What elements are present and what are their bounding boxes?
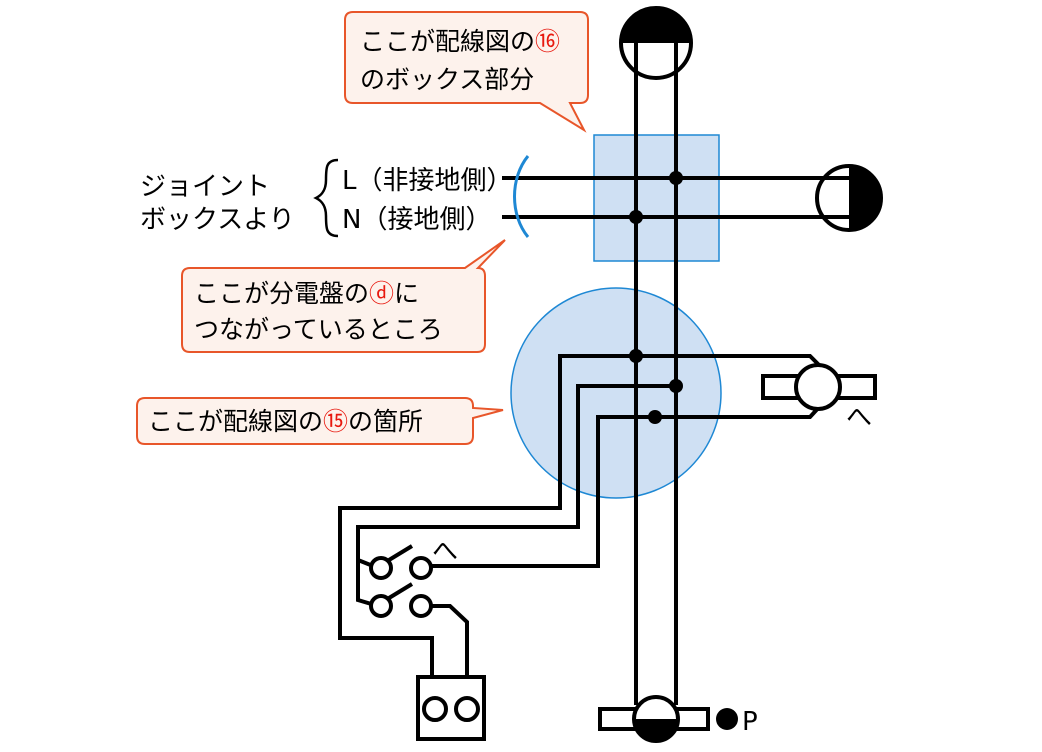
pilot-p-label: P [742,707,758,737]
callout15-pre: ここが配線図の [148,407,323,436]
junction-dots [629,171,683,424]
branch-wires [338,354,824,680]
svg-text:ここが分電盤のⓓに: ここが分電盤のⓓに [194,279,419,308]
n-side-label: N（接地側） [342,205,491,235]
lamp-he-label: へ [846,403,872,433]
wall-lamp-icon [598,695,710,743]
brace [313,158,339,238]
panel-mark: ⓓ [369,279,394,308]
callout-box-16: ここが配線図の⑯ のボックス部分 [344,11,589,133]
svg-text:ここが配線図の⑯: ここが配線図の⑯ [360,27,560,56]
panel-line1-end: に [394,279,419,308]
ceiling-lamp-icon [815,164,883,232]
callout15-post: の箇所 [348,407,423,436]
source-label-line1: ジョイント [140,172,270,202]
ceiling-lamp-icon [619,6,693,80]
junction-box-15 [510,287,722,499]
pilot-lamp-icon [716,708,738,730]
callout16-line1: ここが配線図の [360,27,535,56]
callout16-line2: のボックス部分 [360,65,534,94]
duplex-outlet-icon [416,675,486,741]
pendant-lamp-icon [761,363,877,411]
source-wires [502,176,830,219]
callout-box-15: ここが配線図の⑮の箇所 [136,397,504,445]
switch-icon [369,544,433,618]
source-label-line2: ボックスより [140,205,295,235]
panel-line2: つながっているところ [194,315,443,344]
panel-line1: ここが分電盤の [194,279,369,308]
l-side-label: L（非接地側） [342,166,513,196]
switch-he-label: へ [432,537,458,567]
junction-box-16 [593,134,720,262]
callout-panel-d: ここが分電盤のⓓに つながっているところ [181,239,506,353]
callout15-number: ⑮ [323,407,348,436]
panel-connection-arc [513,155,530,238]
callout16-number: ⑯ [535,27,560,56]
svg-text:ここが配線図の⑮の箇所: ここが配線図の⑮の箇所 [148,407,423,436]
